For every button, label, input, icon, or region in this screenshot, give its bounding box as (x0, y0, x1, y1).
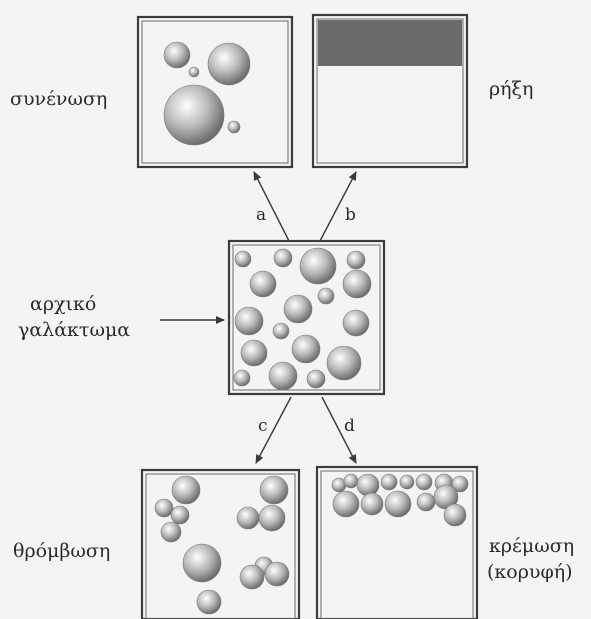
droplet (292, 335, 320, 363)
droplet (307, 370, 325, 388)
droplet (164, 42, 190, 68)
droplets-creaming (332, 474, 468, 526)
droplet (273, 323, 289, 339)
droplet (274, 249, 292, 267)
box-rupture (313, 15, 467, 167)
droplet (259, 505, 285, 531)
droplet (250, 271, 276, 297)
droplets-flocculation (155, 476, 289, 614)
droplet (234, 370, 250, 386)
droplet (347, 251, 365, 269)
droplet (318, 288, 334, 304)
label-flocculation: θρόμβωση (13, 539, 110, 563)
label-creaming-line1: κρέμωση (489, 534, 574, 558)
box-coalescence (138, 17, 292, 167)
separated-oil-layer (318, 20, 462, 66)
label-coalescence: συνένωση (10, 87, 107, 111)
arrow-label-d: d (344, 414, 355, 438)
arrow-label-c: c (258, 414, 268, 438)
droplet (416, 474, 432, 490)
droplet (361, 493, 383, 515)
droplet (265, 562, 289, 586)
label-initial-line2: γαλάκτωμα (18, 318, 130, 342)
arrow-label-b: b (345, 203, 356, 227)
droplets-coalescence (164, 42, 250, 145)
droplet (260, 476, 288, 504)
droplet (343, 270, 371, 298)
label-rupture: ρήξη (489, 77, 533, 101)
label-initial-line1: αρχικό (30, 292, 96, 316)
arrow-label-a: a (256, 203, 266, 227)
droplet (155, 499, 173, 517)
droplet (417, 493, 435, 511)
droplet (237, 507, 259, 529)
droplet (327, 346, 361, 380)
label-creaming-line2: (κορυφή) (487, 560, 573, 584)
droplet (444, 504, 466, 526)
droplet (333, 491, 359, 517)
droplet (235, 307, 263, 335)
droplet (357, 474, 379, 496)
droplet (344, 474, 358, 488)
droplet (343, 310, 369, 336)
droplet (183, 544, 221, 582)
droplet (164, 85, 224, 145)
droplet (235, 251, 251, 267)
droplet (189, 67, 199, 77)
droplet (228, 121, 240, 133)
droplet (241, 340, 267, 366)
droplet (269, 362, 297, 390)
droplet (240, 565, 264, 589)
droplet (171, 506, 189, 524)
droplet (381, 474, 397, 490)
droplet (172, 476, 200, 504)
droplet (208, 43, 250, 85)
droplet (284, 295, 312, 323)
droplet (300, 248, 336, 284)
droplet (197, 590, 221, 614)
droplet (385, 491, 411, 517)
droplet (400, 475, 414, 489)
droplets-initial-emulsion (234, 248, 371, 390)
droplet (161, 522, 181, 542)
